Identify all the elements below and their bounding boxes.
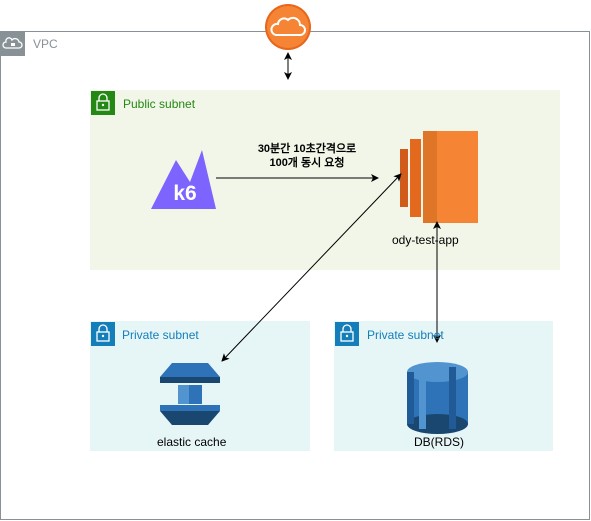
lock-icon [91, 91, 115, 115]
rds-database-icon [407, 362, 468, 434]
k6-logo-icon [151, 150, 216, 209]
private-subnet-cache-label: Private subnet [122, 328, 199, 342]
edge-label-line2: 100개 동시 요청 [269, 157, 345, 169]
db-label: DB(RDS) [414, 435, 464, 449]
public-subnet-label: Public subnet [123, 97, 196, 111]
edge-label-line1: 30분간 10초간격으로 [257, 143, 357, 155]
vpc-icon [0, 31, 25, 56]
lock-icon [91, 322, 115, 346]
vpc-label: VPC [33, 37, 58, 51]
edge-app-cache [221, 173, 402, 362]
public-subnet [90, 90, 560, 270]
k6-logo-text: k6 [173, 182, 196, 205]
internet-gateway-cloud-icon [265, 4, 311, 50]
ec2-instance-icon [400, 131, 478, 223]
elasticache-icon [160, 363, 220, 425]
app-label: ody-test-app [392, 233, 459, 247]
lock-icon [335, 322, 359, 346]
cache-label: elastic cache [157, 435, 227, 449]
private-subnet-db-label: Private subnet [367, 328, 444, 342]
edge-k6-app-label: 30분간 10초간격으로 100개 동시 요청 [232, 142, 382, 170]
